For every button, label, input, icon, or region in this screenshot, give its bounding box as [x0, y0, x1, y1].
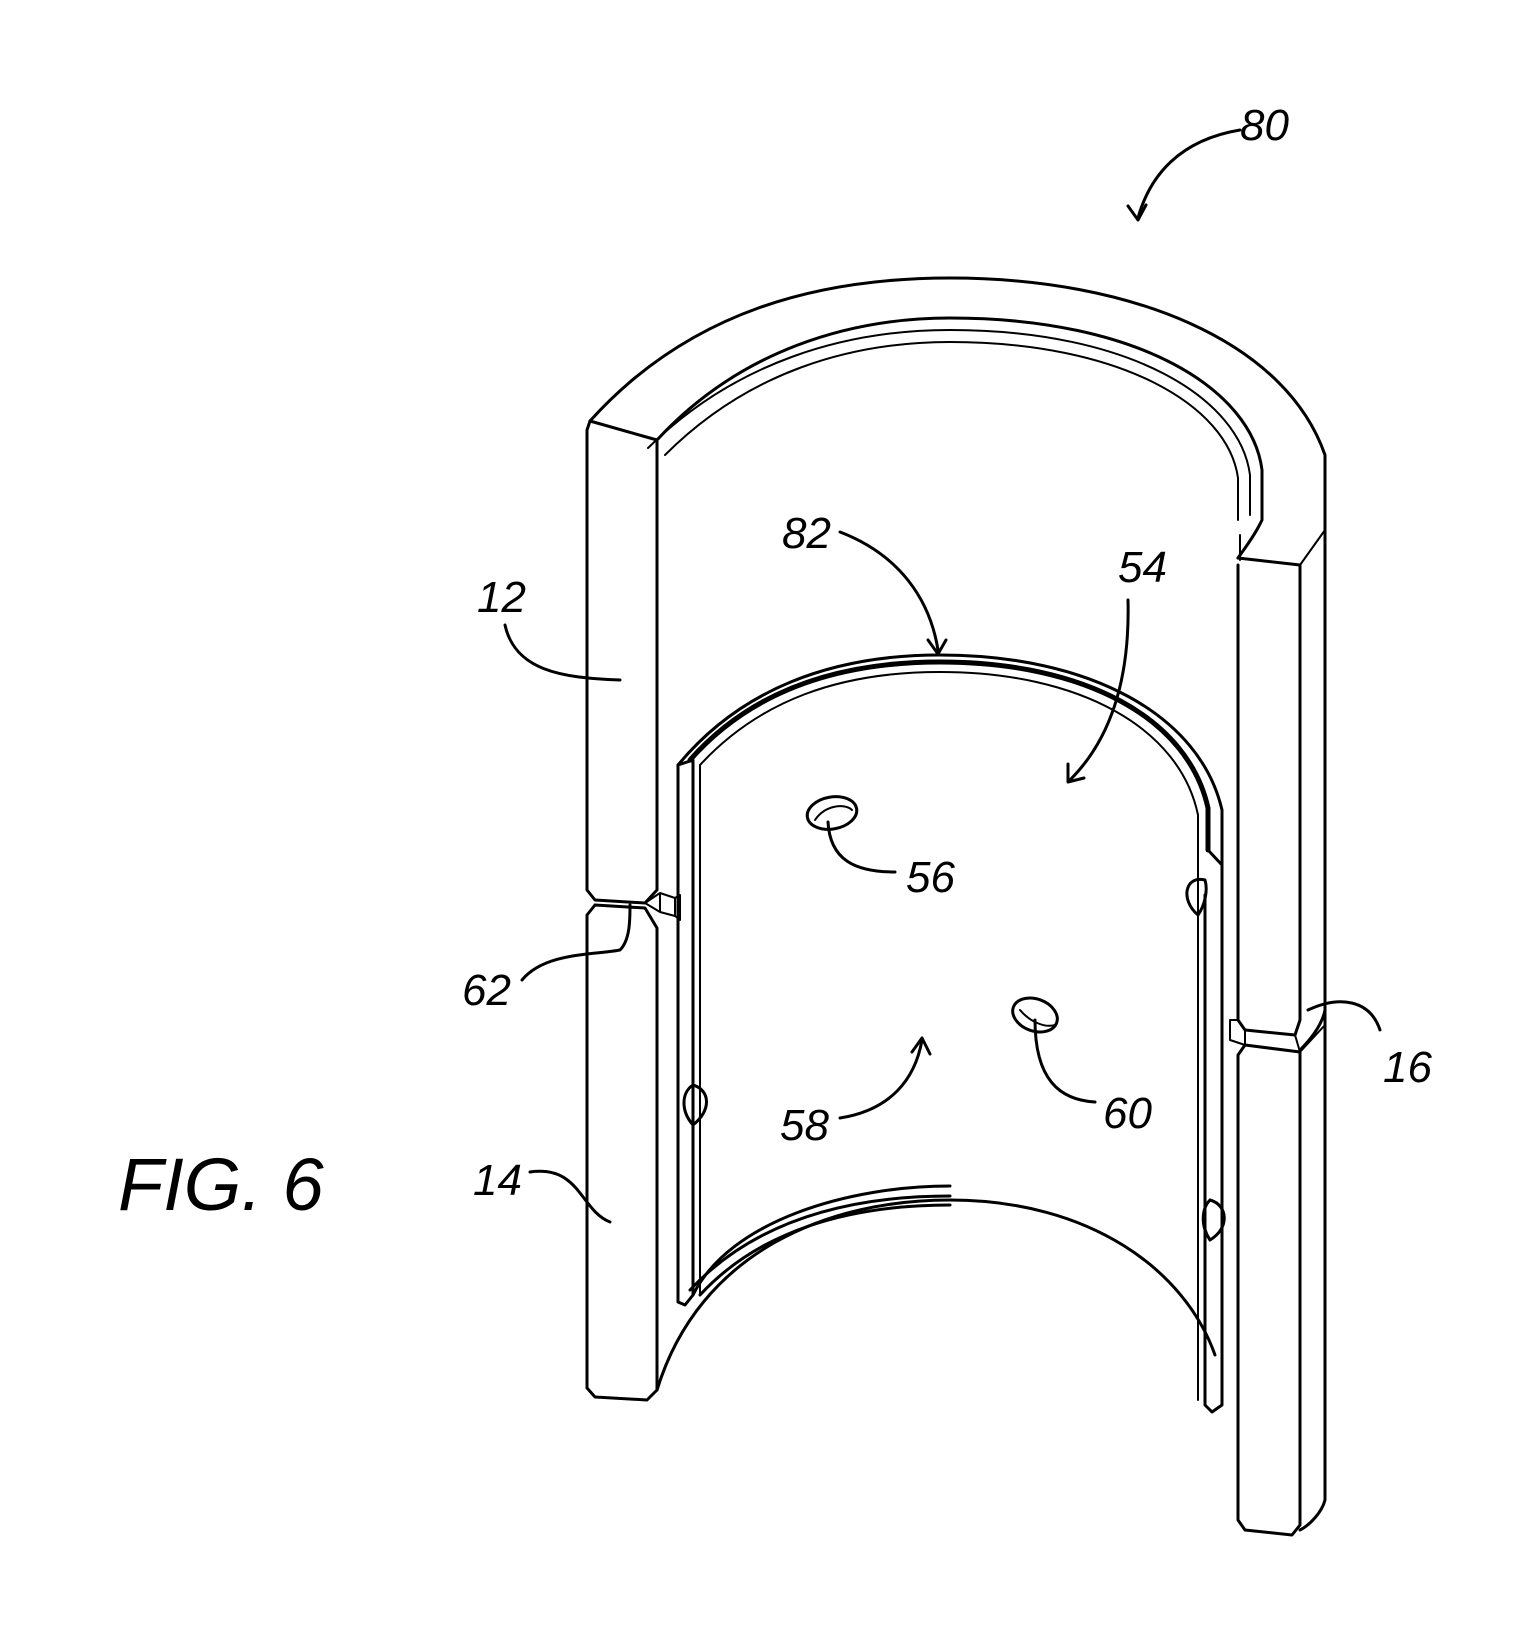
label-58: 58: [780, 1101, 829, 1150]
leader-lines: [503, 128, 1382, 1224]
hole-56: [805, 795, 859, 831]
label-56: 56: [906, 853, 955, 902]
left-segment-14: [585, 903, 659, 1402]
left-segment-12: [585, 419, 659, 905]
label-80: 80: [1240, 101, 1289, 150]
hole-60: [1011, 996, 1059, 1034]
label-54: 54: [1118, 543, 1167, 592]
label-12: 12: [477, 573, 526, 622]
label-82: 82: [782, 509, 831, 558]
label-62: 62: [462, 966, 511, 1015]
figure-title: FIG. 6: [118, 1143, 324, 1226]
label-16: 16: [1383, 1043, 1432, 1092]
reference-labels: 80 82 54 12 56 62 16 60 58 14 FIG. 6: [118, 101, 1432, 1226]
label-60: 60: [1103, 1089, 1152, 1138]
inner-sleeve: [676, 653, 1226, 1414]
outer-shell: [585, 276, 1327, 1537]
label-14: 14: [473, 1156, 522, 1205]
